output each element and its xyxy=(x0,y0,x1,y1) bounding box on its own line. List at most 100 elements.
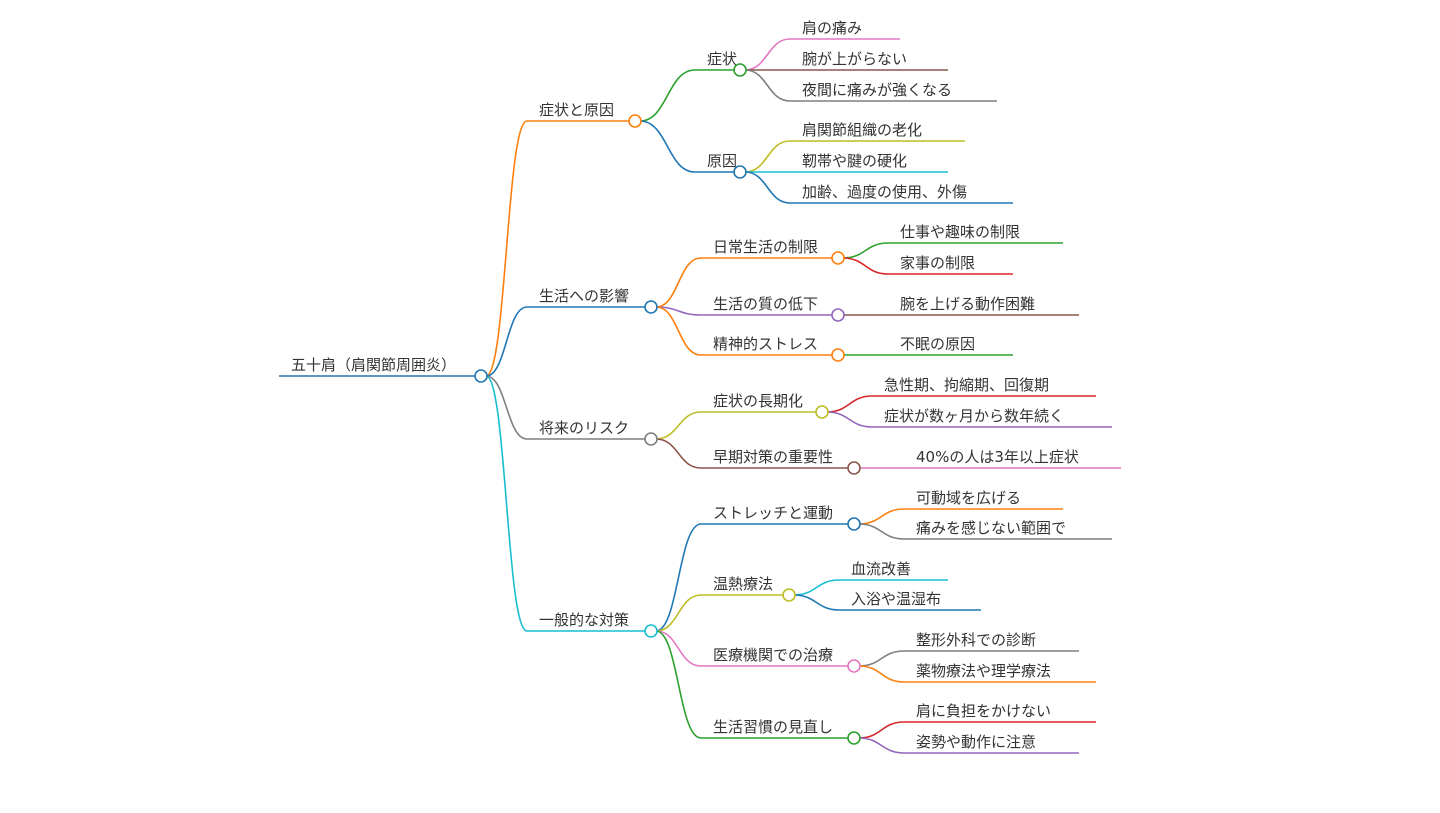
node-label: 肩の痛み xyxy=(802,19,862,37)
branch-connector xyxy=(826,395,873,413)
branch-connector xyxy=(744,140,791,173)
node-collapse-toggle[interactable] xyxy=(644,432,658,446)
node-collapse-toggle[interactable] xyxy=(847,517,861,531)
node-label: 薬物療法や理学療法 xyxy=(916,662,1051,680)
branch-connector xyxy=(655,594,702,632)
node-collapse-toggle[interactable] xyxy=(847,461,861,475)
branch-connector xyxy=(485,375,528,440)
branch-connector xyxy=(744,38,791,71)
mindmap-node[interactable]: 医療機関での治療 xyxy=(701,646,861,673)
mindmap-node[interactable]: 症状と原因 xyxy=(527,101,642,128)
mindmap-node[interactable]: 将来のリスク xyxy=(527,419,658,446)
node-label: 姿勢や動作に注意 xyxy=(916,733,1036,751)
node-label: 生活への影響 xyxy=(539,287,629,305)
node-collapse-toggle[interactable] xyxy=(831,308,845,322)
branch-connector xyxy=(485,120,528,377)
branch-connector xyxy=(858,721,905,739)
mindmap-node[interactable]: 早期対策の重要性 xyxy=(701,448,861,475)
node-collapse-toggle[interactable] xyxy=(847,659,861,673)
mindmap-leaf[interactable]: 肩に負担をかけない xyxy=(904,702,1096,723)
node-collapse-toggle[interactable] xyxy=(644,624,658,638)
mindmap-leaf[interactable]: 症状が数ヶ月から数年続く xyxy=(872,407,1112,428)
mindmap-leaf[interactable]: 家事の制限 xyxy=(888,254,1013,275)
branch-connector xyxy=(842,242,889,259)
node-label: 生活習慣の見直し xyxy=(713,718,833,736)
branch-connector xyxy=(826,411,873,428)
branch-connector xyxy=(655,411,702,440)
node-label: 早期対策の重要性 xyxy=(713,448,833,466)
branch-connector xyxy=(744,171,791,204)
mindmap-node[interactable]: 五十肩（肩関節周囲炎） xyxy=(279,356,488,383)
node-collapse-toggle[interactable] xyxy=(815,405,829,419)
branch-connector xyxy=(858,508,905,525)
node-label: ストレッチと運動 xyxy=(713,504,833,522)
mindmap-node[interactable]: 日常生活の制限 xyxy=(701,238,845,265)
mindmap-links xyxy=(485,38,905,754)
branch-connector xyxy=(655,438,702,469)
branch-connector xyxy=(858,650,905,667)
branch-connector xyxy=(639,120,696,173)
branch-connector xyxy=(639,69,696,122)
node-collapse-toggle[interactable] xyxy=(644,300,658,314)
node-label: 精神的ストレス xyxy=(713,335,818,353)
mindmap-nodes: 五十肩（肩関節周囲炎） 症状と原因 症状 肩の痛み腕が上がらない夜間に痛みが強くなる原… xyxy=(279,19,1121,754)
branch-connector xyxy=(655,523,702,632)
node-label: 症状 xyxy=(707,50,737,68)
mindmap-leaf[interactable]: 入浴や温湿布 xyxy=(839,590,981,611)
mindmap-leaf[interactable]: 可動域を広げる xyxy=(904,489,1063,510)
mindmap-node[interactable]: 生活への影響 xyxy=(527,287,658,314)
mindmap-node[interactable]: 温熱療法 xyxy=(701,575,796,602)
mindmap-leaf[interactable]: 夜間に痛みが強くなる xyxy=(790,81,997,102)
node-collapse-toggle[interactable] xyxy=(474,369,488,383)
mindmap-node[interactable]: 一般的な対策 xyxy=(527,611,658,638)
mindmap-node[interactable]: 精神的ストレス xyxy=(701,335,845,362)
node-label: 痛みを感じない範囲で xyxy=(916,519,1066,537)
node-label: 入浴や温湿布 xyxy=(851,590,941,608)
mindmap-leaf[interactable]: 靭帯や腱の硬化 xyxy=(790,152,948,173)
node-label: 靭帯や腱の硬化 xyxy=(802,152,907,170)
node-label: 症状と原因 xyxy=(539,101,614,119)
mindmap-leaf[interactable]: 痛みを感じない範囲で xyxy=(904,519,1112,540)
node-collapse-toggle[interactable] xyxy=(831,251,845,265)
node-collapse-toggle[interactable] xyxy=(831,348,845,362)
mindmap-node[interactable]: 症状 xyxy=(695,50,747,77)
node-collapse-toggle[interactable] xyxy=(733,63,747,77)
mindmap-leaf[interactable]: 肩の痛み xyxy=(790,19,900,40)
node-collapse-toggle[interactable] xyxy=(628,114,642,128)
node-label: 肩に負担をかけない xyxy=(916,702,1051,720)
mindmap-leaf[interactable]: 姿勢や動作に注意 xyxy=(904,733,1079,754)
mindmap-node[interactable]: 原因 xyxy=(695,152,747,179)
mindmap-node[interactable]: 生活習慣の見直し xyxy=(701,718,861,745)
mindmap-leaf[interactable]: 腕を上げる動作困難 xyxy=(888,295,1079,316)
node-collapse-toggle[interactable] xyxy=(782,588,796,602)
node-label: 医療機関での治療 xyxy=(713,646,833,664)
mindmap-leaf[interactable]: 血流改善 xyxy=(839,560,948,581)
mindmap-leaf[interactable]: 40%の人は3年以上症状 xyxy=(904,448,1121,469)
node-label: 40%の人は3年以上症状 xyxy=(916,448,1079,466)
mindmap-leaf[interactable]: 肩関節組織の老化 xyxy=(790,121,965,142)
mindmap-leaf[interactable]: 急性期、拘縮期、回復期 xyxy=(872,376,1096,397)
mindmap-leaf[interactable]: 不眠の原因 xyxy=(888,335,1013,356)
node-label: 家事の制限 xyxy=(900,254,975,272)
node-label: 症状の長期化 xyxy=(713,392,803,410)
node-label: 温熱療法 xyxy=(713,575,773,593)
node-collapse-toggle[interactable] xyxy=(733,165,747,179)
branch-connector xyxy=(655,630,702,739)
mindmap-leaf[interactable]: 薬物療法や理学療法 xyxy=(904,662,1096,683)
node-label: 日常生活の制限 xyxy=(713,238,818,256)
node-label: 加齢、過度の使用、外傷 xyxy=(802,183,967,201)
mindmap-node[interactable]: ストレッチと運動 xyxy=(701,504,861,531)
mindmap-node[interactable]: 症状の長期化 xyxy=(701,392,829,419)
branch-connector xyxy=(485,375,528,632)
branch-connector xyxy=(655,306,702,356)
node-label: 将来のリスク xyxy=(539,419,629,437)
mindmap-leaf[interactable]: 腕が上がらない xyxy=(790,50,948,71)
branch-connector xyxy=(858,523,905,540)
mindmap-leaf[interactable]: 仕事や趣味の制限 xyxy=(888,223,1063,244)
mindmap-leaf[interactable]: 加齢、過度の使用、外傷 xyxy=(790,183,1013,204)
branch-connector xyxy=(655,630,702,667)
node-collapse-toggle[interactable] xyxy=(847,731,861,745)
mindmap-node[interactable]: 生活の質の低下 xyxy=(701,295,845,322)
mindmap-leaf[interactable]: 整形外科での診断 xyxy=(904,631,1079,652)
branch-connector xyxy=(858,737,905,754)
